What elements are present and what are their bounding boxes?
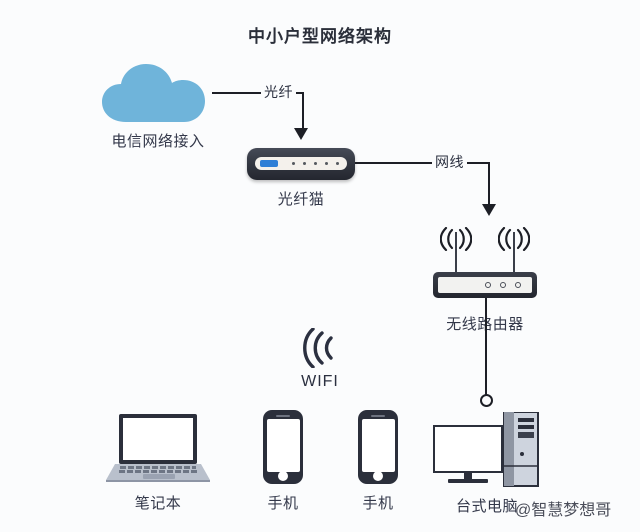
- laptop-icon: [98, 412, 218, 484]
- router-signal-right-icon: [497, 226, 531, 256]
- modem-label: 光纤猫: [277, 191, 325, 208]
- router-antenna-right: [513, 232, 515, 274]
- phone-2-label: 手机: [362, 495, 394, 512]
- modem-front-panel: [255, 157, 347, 170]
- phone-screen: [266, 419, 300, 472]
- smartphone-icon: [358, 410, 398, 484]
- smartphone-icon: [263, 410, 303, 484]
- laptop-label: 笔记本: [134, 495, 182, 512]
- router-antenna-left: [455, 232, 457, 274]
- cloud-icon: [100, 62, 212, 124]
- wireless-router-icon: [433, 272, 537, 298]
- phone-speaker: [276, 415, 290, 417]
- wifi-signal-icon: [301, 327, 339, 369]
- ethernet-link-vertical: [488, 162, 490, 206]
- ethernet-link-arrow: [482, 204, 496, 216]
- phone-home-button: [278, 471, 288, 481]
- phone-1-label: 手机: [267, 495, 299, 512]
- phone-home-button: [373, 471, 383, 481]
- page-title: 中小户型网络架构: [248, 27, 392, 46]
- desktop-computer-icon: [432, 411, 542, 488]
- fiber-link-vertical: [302, 92, 304, 130]
- modem-led-indicator: [260, 160, 278, 167]
- router-label: 无线路由器: [405, 313, 565, 334]
- router-front-panel: [438, 277, 532, 293]
- router-signal-left-icon: [439, 226, 473, 256]
- fiber-link-horizontal: [212, 92, 304, 94]
- fiber-link-label: 光纤: [261, 82, 296, 102]
- cloud-label: 电信网络接入: [111, 133, 205, 150]
- phone-screen: [361, 419, 395, 472]
- ethernet-link-label: 网线: [432, 152, 467, 172]
- router-status-dots: [485, 282, 521, 288]
- desktop-link-endpoint: [480, 394, 493, 407]
- desktop-label: 台式电脑: [455, 498, 518, 515]
- watermark: @智慧梦想哥: [515, 502, 612, 519]
- phone-speaker: [371, 415, 385, 417]
- wifi-label: WIFI: [301, 373, 339, 390]
- ethernet-link-horizontal: [355, 162, 490, 164]
- fiber-link-arrow: [294, 128, 308, 140]
- modem-status-dots: [292, 162, 339, 165]
- router-desktop-link: [485, 298, 487, 396]
- modem-icon: [247, 148, 355, 180]
